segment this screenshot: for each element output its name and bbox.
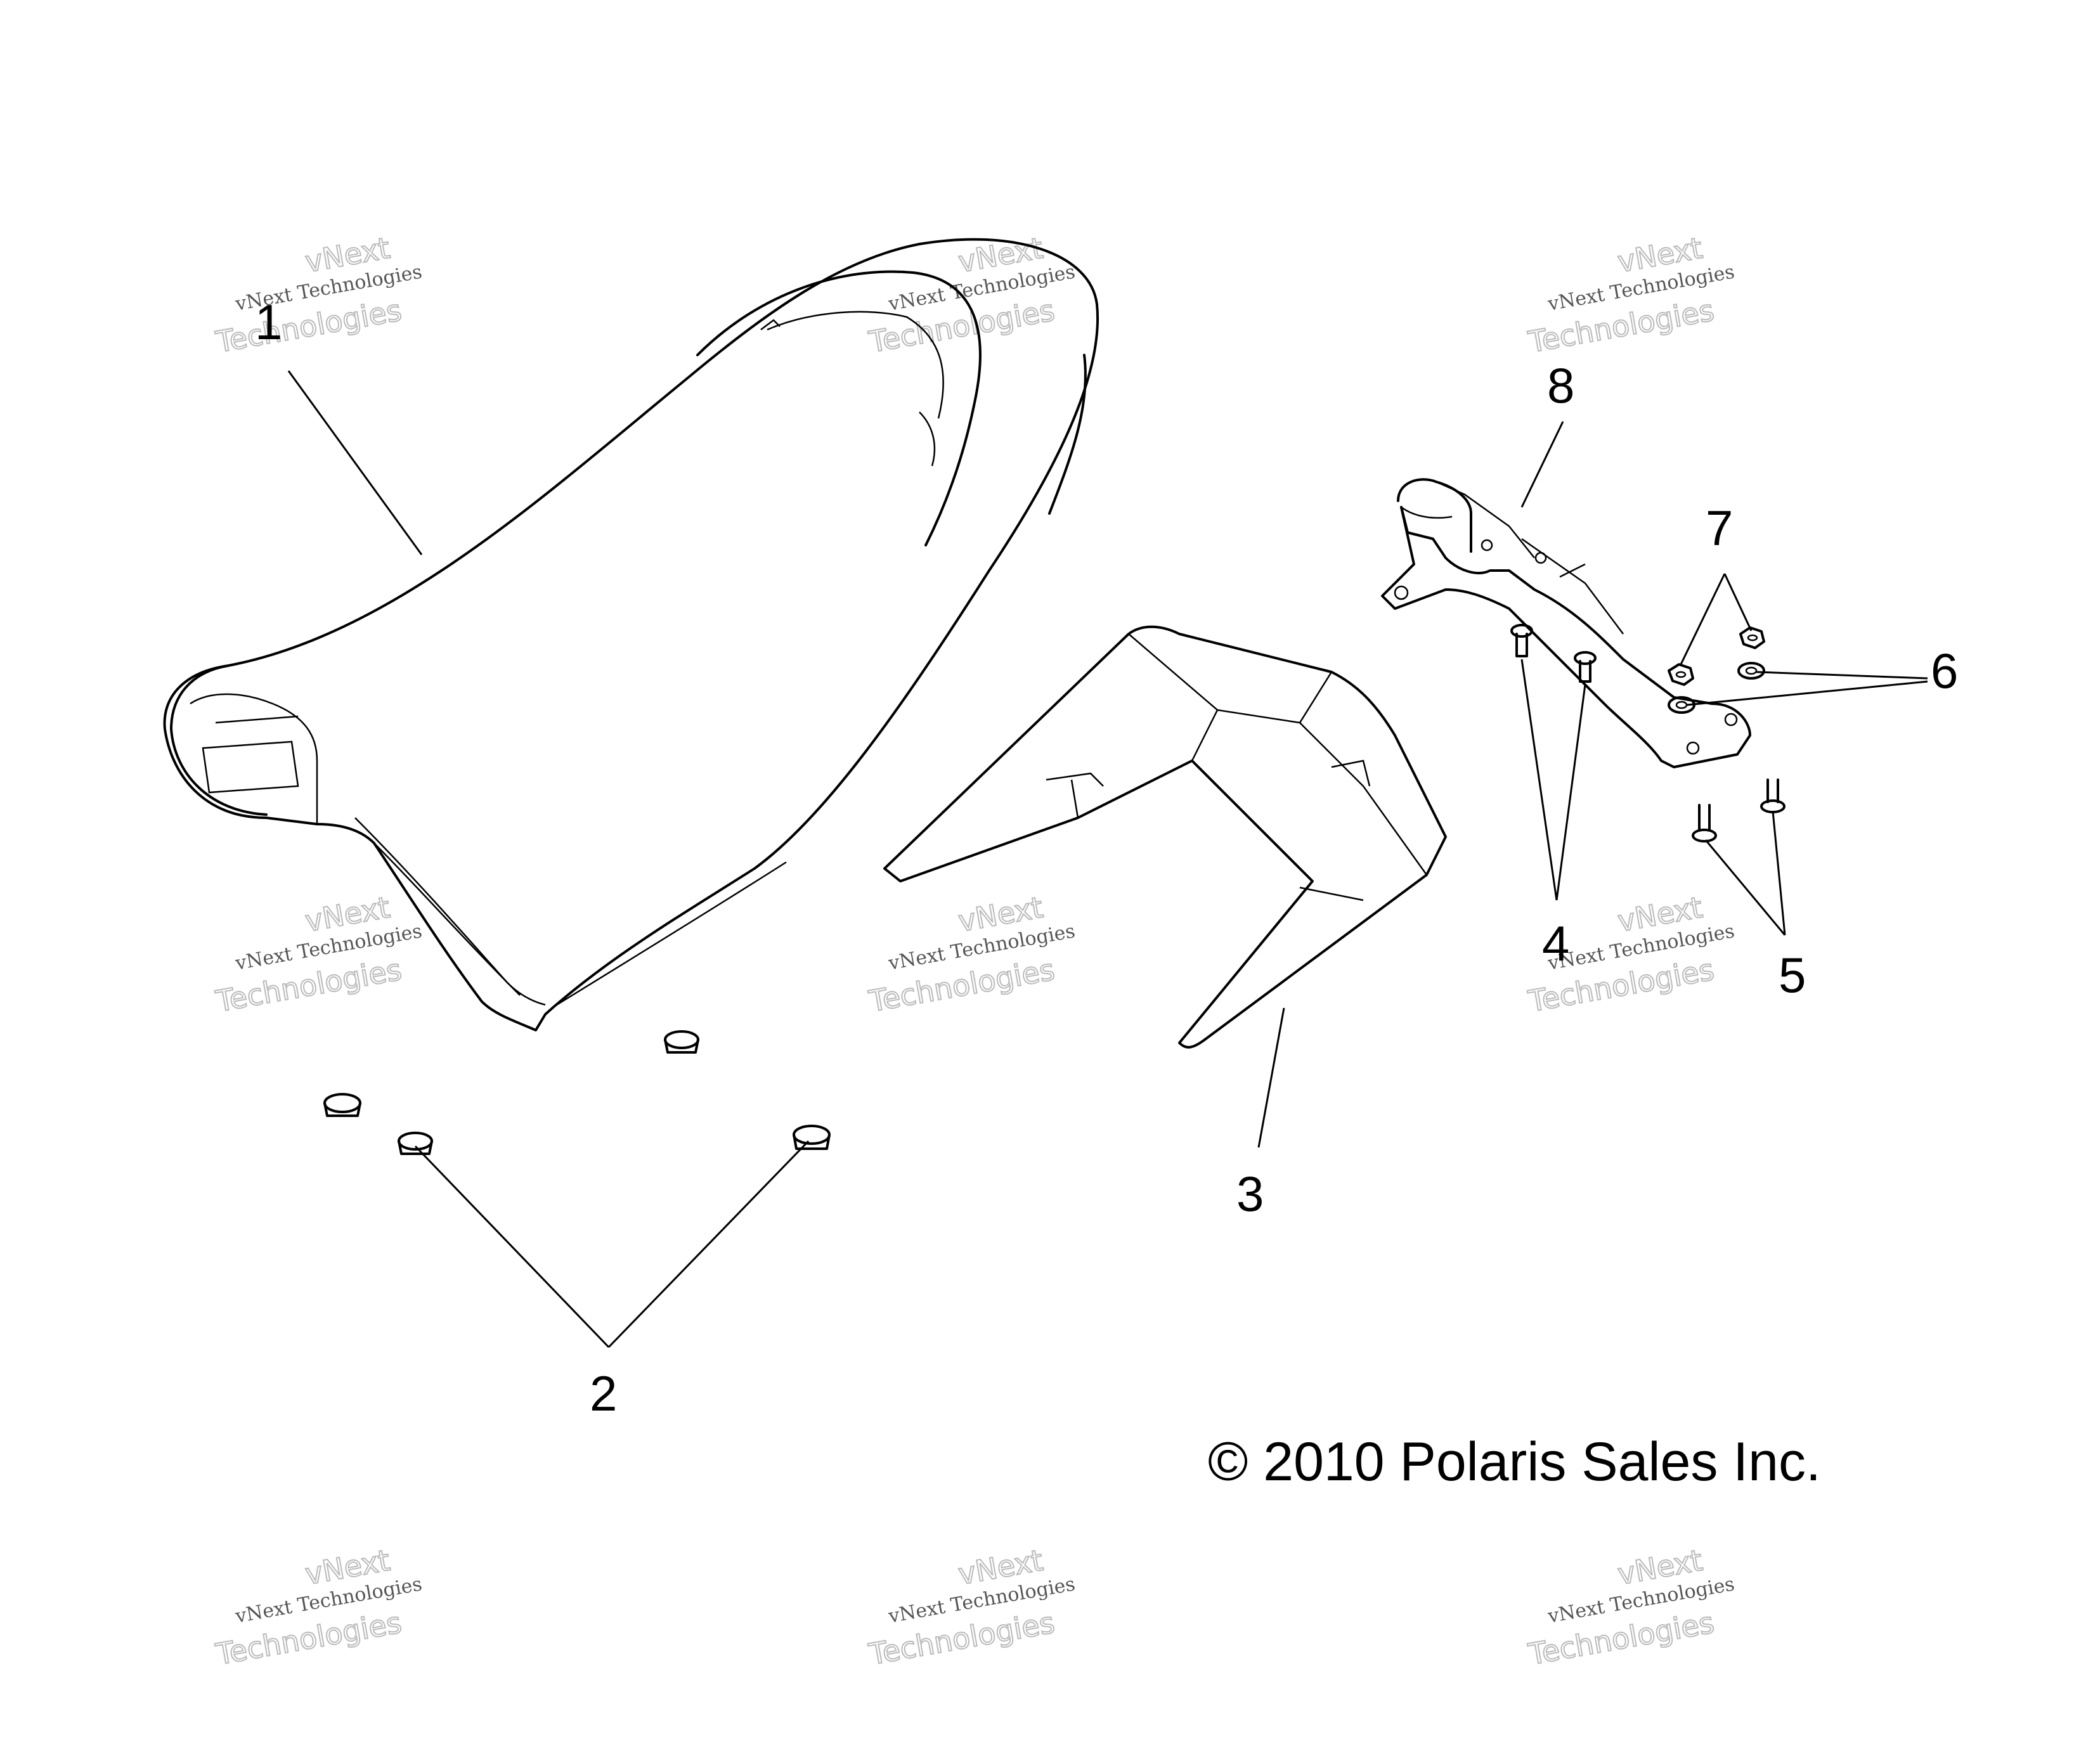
watermark: vNext vNext Technologies Technologies xyxy=(865,1542,1077,1672)
leader-4a xyxy=(1520,659,1558,901)
part-seat xyxy=(163,238,1099,1031)
bolt xyxy=(1574,651,1597,683)
nut xyxy=(1668,663,1694,686)
callout-7: 7 xyxy=(1706,500,1733,556)
copyright-notice: © 2010 Polaris Sales Inc. xyxy=(1208,1431,1821,1492)
watermark: vNext vNext Technologies Technologies xyxy=(212,230,424,360)
leader-5a xyxy=(1704,839,1786,936)
grommet xyxy=(793,1125,831,1150)
bolt xyxy=(1692,804,1717,843)
watermark: vNext vNext Technologies Technologies xyxy=(865,889,1077,1019)
callout-2: 2 xyxy=(590,1366,617,1421)
grommet xyxy=(664,1030,699,1054)
callout-8: 8 xyxy=(1547,358,1574,413)
leader-7b xyxy=(1679,573,1726,666)
leader-6a xyxy=(1756,671,1928,680)
watermark: vNext vNext Technologies Technologies xyxy=(212,1542,424,1672)
bolt xyxy=(1760,778,1786,813)
watermark: vNext vNext Technologies Technologies xyxy=(1525,1542,1736,1672)
part-bolts-4 xyxy=(1510,624,1597,683)
leader-1 xyxy=(287,370,423,555)
watermark: vNext vNext Technologies Technologies xyxy=(212,889,424,1019)
leader-7a xyxy=(1723,573,1753,631)
part-nuts xyxy=(1668,626,1765,686)
leader-6b xyxy=(1686,680,1928,706)
part-grommets xyxy=(323,1030,831,1155)
part-seat-frame xyxy=(883,625,1447,1049)
part-bracket xyxy=(1381,478,1751,768)
bolt xyxy=(1510,624,1533,657)
callout-3: 3 xyxy=(1236,1166,1264,1222)
leader-8 xyxy=(1520,421,1564,508)
watermark: vNext vNext Technologies Technologies xyxy=(865,230,1077,360)
callouts: 1 2 3 4 5 6 7 8 xyxy=(255,294,1958,1421)
grommet xyxy=(323,1093,361,1117)
grommet xyxy=(398,1132,433,1155)
leader-2a xyxy=(414,1145,610,1348)
leader-lines xyxy=(287,370,1928,1348)
callout-4: 4 xyxy=(1542,915,1569,971)
callout-1: 1 xyxy=(255,294,282,350)
leader-4b xyxy=(1555,684,1586,901)
part-bolts-5 xyxy=(1692,778,1786,843)
leader-2b xyxy=(607,1140,810,1348)
washer xyxy=(1737,662,1765,680)
nut xyxy=(1739,626,1765,649)
watermark: vNext vNext Technologies Technologies xyxy=(1525,230,1736,360)
leader-5b xyxy=(1772,811,1786,936)
callout-6: 6 xyxy=(1931,643,1958,699)
callout-5: 5 xyxy=(1779,947,1806,1003)
leader-3 xyxy=(1257,1007,1285,1148)
